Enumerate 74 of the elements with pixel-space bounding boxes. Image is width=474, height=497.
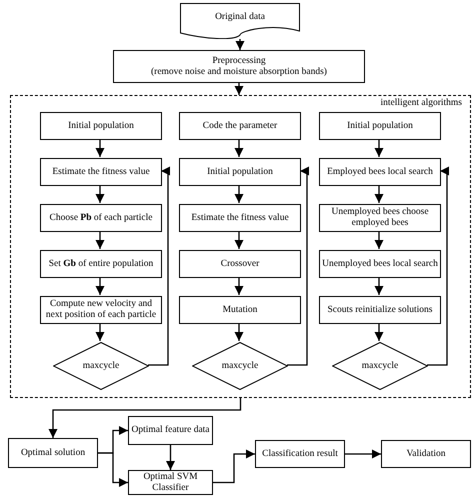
arrow (213, 449, 255, 484)
process-box (319, 204, 441, 232)
process-box (40, 158, 162, 186)
process-box (381, 440, 471, 468)
box-label: Code the parameter (202, 120, 278, 132)
process-box (179, 250, 301, 278)
process-box (40, 112, 162, 140)
box-label: Initial population (68, 120, 134, 132)
arrow (374, 323, 384, 341)
box-label: maxcycle (362, 360, 398, 372)
box-label: Unemployed bees local search (322, 258, 438, 270)
process-box (319, 250, 441, 278)
arrow (345, 449, 381, 459)
process-box (255, 440, 345, 468)
process-box (40, 296, 162, 324)
box-label: Choose Pb of each particle (50, 212, 152, 224)
arrow (427, 166, 450, 366)
arrow (234, 83, 244, 95)
box-label: Validation (406, 448, 446, 460)
arrow (95, 323, 105, 341)
box-label: Mutation (222, 304, 258, 316)
arrow (234, 139, 244, 157)
arrow (287, 166, 310, 366)
process-box (179, 158, 301, 186)
process-box (179, 296, 301, 324)
process-box (40, 204, 162, 232)
box-label: Estimate the fitness value (52, 166, 150, 178)
process-box (179, 112, 301, 140)
box-label: Optimal solution (20, 448, 86, 458)
box-label: Crossover (220, 258, 260, 270)
box-label: Preprocessing (212, 56, 266, 66)
arrow (95, 185, 105, 203)
box-label: Employed bees local search (327, 166, 433, 178)
process-box (319, 112, 441, 140)
box-label: maxcycle (82, 360, 120, 372)
arrow (374, 277, 384, 295)
box-label: Estimate the fitness value (191, 212, 289, 224)
box-label: Initial population (347, 120, 413, 132)
arrow (234, 277, 244, 295)
arrow (234, 185, 244, 203)
arrow (374, 185, 384, 203)
process-box (40, 250, 162, 278)
arrow (374, 139, 384, 157)
arrow (234, 323, 244, 341)
box-label: Compute new velocity and next position of each particle (44, 299, 158, 321)
process-box (179, 204, 301, 232)
dashed-group-box (10, 95, 471, 398)
box-label: Initial population (207, 166, 273, 178)
arrow (98, 452, 128, 488)
process-box (319, 296, 441, 324)
box-label: Unemployed bees choose employed bees (330, 207, 430, 229)
box-label: Optimal feature data (131, 425, 210, 436)
arrow (95, 231, 105, 249)
box-label: maxcycle (222, 360, 258, 372)
arrow (148, 166, 170, 366)
process-box (113, 50, 365, 83)
box-label: Optimal SVM Classifier (142, 472, 199, 494)
arrow (95, 277, 105, 295)
arrow (95, 139, 105, 157)
process-box (8, 438, 98, 468)
arrow (235, 39, 245, 50)
arrow (48, 398, 242, 438)
arrow (234, 231, 244, 249)
box-label: Set Gb of entire population (48, 258, 154, 270)
process-box (319, 158, 441, 186)
process-box (128, 470, 213, 495)
box-label: Original data (215, 12, 265, 23)
box-label: (remove noise and moisture absorption bands) (151, 66, 327, 78)
arrow (166, 445, 176, 470)
group-label: intelligent algorithms (380, 98, 462, 109)
box-label: Classification result (262, 448, 338, 460)
arrow (374, 231, 384, 249)
process-box (128, 416, 213, 445)
box-label: Scouts reinitialize solutions (327, 304, 432, 316)
